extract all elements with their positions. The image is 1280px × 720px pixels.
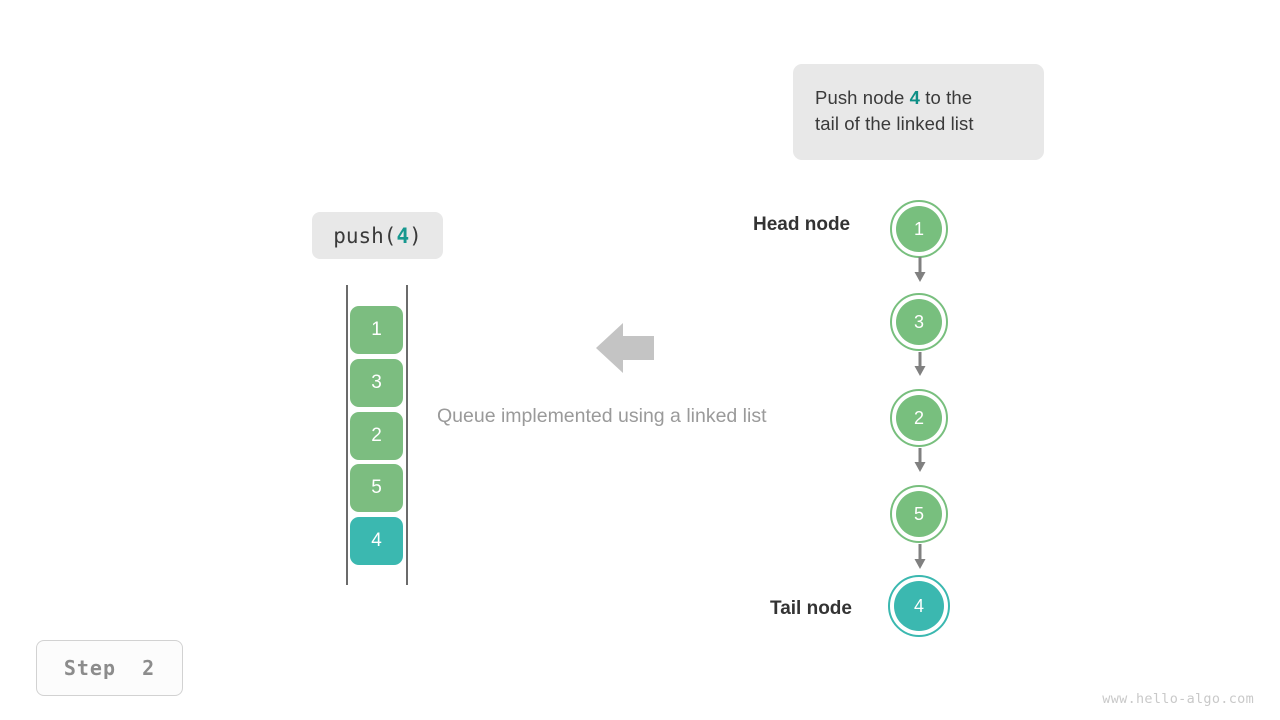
linked-list: 1 3 2 bbox=[860, 185, 990, 645]
queue-item-value: 2 bbox=[371, 425, 382, 446]
link-arrow bbox=[912, 448, 928, 473]
node-value: 2 bbox=[913, 408, 924, 428]
operation-prefix: push( bbox=[333, 223, 397, 248]
head-node-label: Head node bbox=[753, 214, 851, 235]
node-value: 4 bbox=[913, 596, 924, 616]
queue-rail-left bbox=[346, 285, 348, 585]
linked-list-node: 5 bbox=[890, 485, 948, 543]
diagram-caption: Queue implemented using a linked list bbox=[437, 405, 767, 427]
node-value: 3 bbox=[913, 312, 924, 332]
operation-chip: push(4) bbox=[312, 212, 443, 259]
direction-arrow-left-icon bbox=[596, 322, 654, 374]
watermark: www.hello-algo.com bbox=[1102, 691, 1254, 707]
callout-text: Push node 4 to the tail of the linked li… bbox=[815, 85, 1022, 137]
operation-argument: 4 bbox=[396, 223, 410, 248]
queue-item: 3 bbox=[350, 359, 403, 407]
queue-array: 1 3 2 5 4 bbox=[346, 285, 408, 585]
linked-list-node: 3 bbox=[890, 293, 948, 351]
queue-item-value: 4 bbox=[371, 530, 382, 551]
node-value: 5 bbox=[913, 504, 924, 524]
callout-line2: tail of the linked list bbox=[815, 113, 974, 134]
linked-list-node-tail: 4 bbox=[888, 575, 950, 637]
callout-highlight-value: 4 bbox=[909, 87, 920, 108]
tail-node-label: Tail node bbox=[770, 598, 852, 619]
operation-text: push(4) bbox=[333, 224, 422, 248]
queue-item: 2 bbox=[350, 412, 403, 460]
link-arrow bbox=[912, 352, 928, 377]
linked-list-node: 2 bbox=[890, 389, 948, 447]
linked-list-node-head: 1 bbox=[890, 200, 948, 258]
queue-item: 5 bbox=[350, 464, 403, 512]
callout-line1-suffix: to the bbox=[920, 87, 973, 108]
link-arrow bbox=[912, 544, 928, 570]
queue-item: 1 bbox=[350, 306, 403, 354]
step-label: Step 2 bbox=[63, 656, 156, 680]
queue-item-value: 3 bbox=[371, 372, 382, 393]
node-value: 1 bbox=[913, 219, 924, 239]
callout-bubble: Push node 4 to the tail of the linked li… bbox=[793, 64, 1044, 160]
callout-line1-prefix: Push node bbox=[815, 87, 910, 108]
queue-item-value: 5 bbox=[371, 477, 382, 498]
step-badge: Step 2 bbox=[36, 640, 183, 696]
link-arrow bbox=[912, 257, 928, 283]
queue-item-value: 1 bbox=[371, 319, 382, 340]
operation-suffix: ) bbox=[409, 223, 422, 248]
queue-item-highlighted: 4 bbox=[350, 517, 403, 565]
queue-rail-right bbox=[406, 285, 408, 585]
